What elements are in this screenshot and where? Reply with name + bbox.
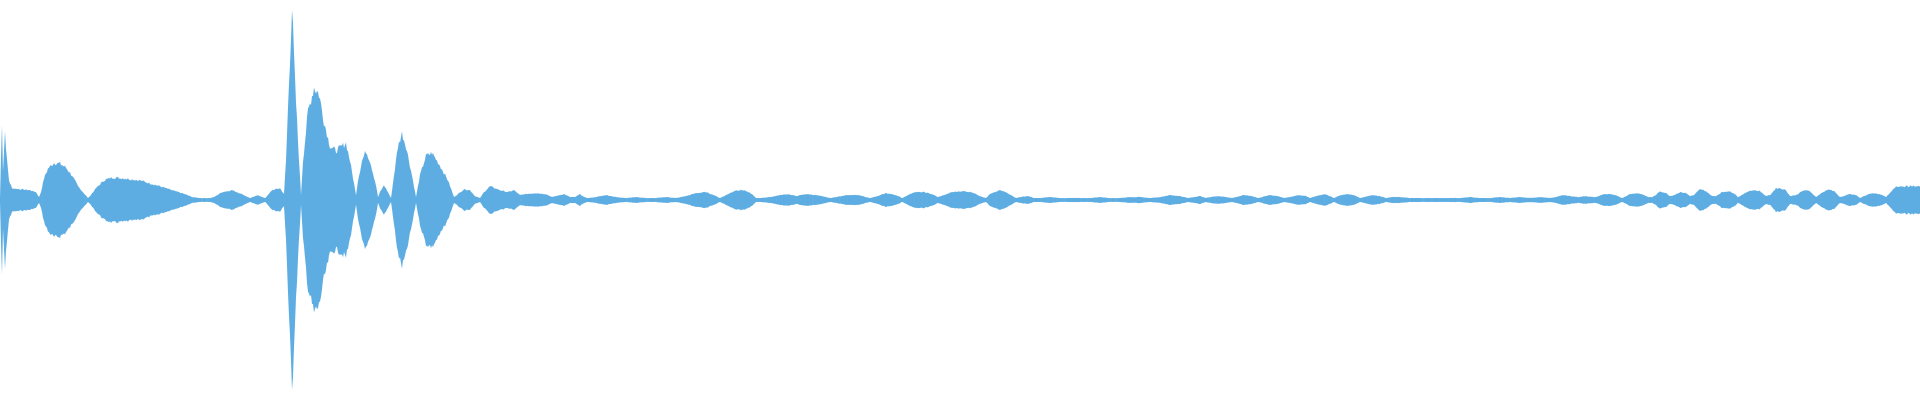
waveform-amplitude-shape [0,9,1920,391]
